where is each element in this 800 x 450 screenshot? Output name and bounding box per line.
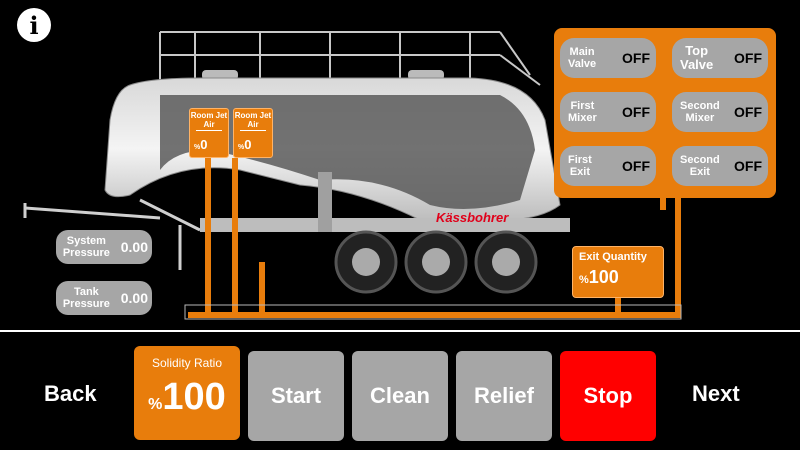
main-valve-state: OFF [622, 50, 650, 66]
top-valve-state: OFF [734, 50, 762, 66]
room-jet-air-2-value: %0 [238, 137, 252, 152]
back-button[interactable]: Back [44, 381, 97, 406]
clean-button[interactable]: Clean [352, 351, 448, 441]
solidity-ratio-value: %100 [148, 376, 226, 418]
top-railing [159, 31, 541, 86]
first-exit-state: OFF [622, 158, 650, 174]
brand-logo: Kässbohrer [436, 210, 509, 225]
room-jet-air-1-divider [195, 130, 223, 131]
stop-button[interactable]: Stop [560, 351, 656, 441]
second-exit-state: OFF [734, 158, 762, 174]
solidity-ratio-label: Solidity Ratio [151, 356, 223, 370]
second-mixer-state: OFF [734, 104, 762, 120]
room-jet-air-1-value: %0 [194, 137, 208, 152]
relief-button[interactable]: Relief [456, 351, 552, 441]
exit-quantity-value: %100 [579, 267, 619, 287]
system-pressure-value: 0.00 [120, 239, 148, 255]
tank-pressure-value: 0.00 [120, 290, 148, 306]
info-icon[interactable]: i [17, 8, 51, 42]
exit-quantity-label: Exit Quantity [579, 251, 647, 263]
first-mixer-state: OFF [622, 104, 650, 120]
next-button[interactable]: Next [692, 381, 740, 406]
divider-line [0, 330, 800, 332]
start-button[interactable]: Start [248, 351, 344, 441]
chassis-beam [200, 218, 570, 232]
room-jet-air-2-divider [239, 130, 267, 131]
tanker-trailer-illustration: Kässbohrer [23, 31, 682, 320]
chassis-post [318, 172, 332, 232]
solidity-ratio-box[interactable]: Solidity Ratio %100 [134, 346, 240, 440]
wheels [334, 230, 538, 294]
exit-quantity-box[interactable]: Exit Quantity %100 [572, 246, 664, 298]
front-frame [23, 198, 201, 270]
pipe-outline [184, 304, 682, 320]
